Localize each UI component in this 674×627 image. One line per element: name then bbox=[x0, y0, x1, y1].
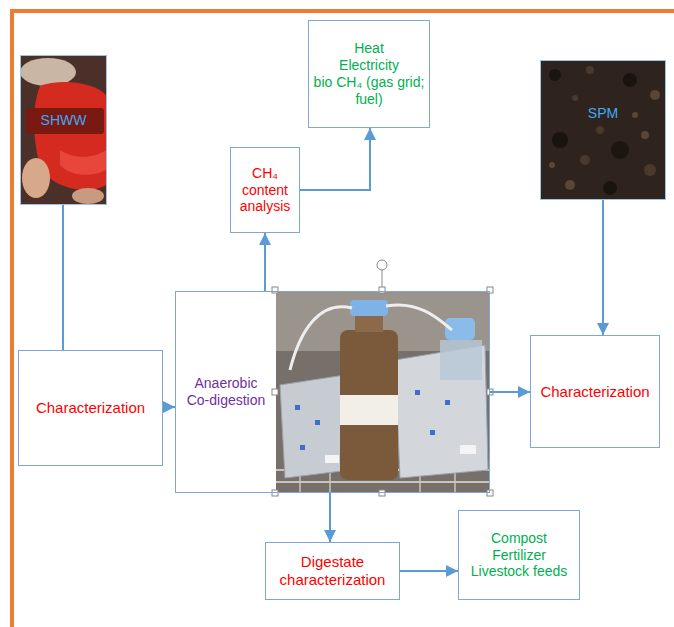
shww-photo bbox=[21, 56, 106, 204]
spm-photo bbox=[541, 61, 665, 199]
process-box: Digestate characterization bbox=[265, 542, 400, 600]
incubator-photo bbox=[325, 455, 339, 463]
selection-handles bbox=[379, 287, 385, 293]
spm-photo bbox=[644, 164, 656, 176]
incubator-photo bbox=[295, 405, 300, 410]
box-label: Digestate characterization bbox=[270, 553, 395, 589]
flow-arrow bbox=[329, 493, 331, 542]
process-box: CH₄ content analysis bbox=[230, 147, 300, 233]
shww-photo bbox=[72, 188, 104, 204]
spm-photo bbox=[549, 162, 555, 168]
incubator-photo bbox=[276, 291, 490, 493]
incubator-photo bbox=[276, 481, 490, 483]
spm-photo bbox=[580, 155, 590, 165]
box-label: Livestock feeds bbox=[471, 563, 568, 580]
spm-photo bbox=[611, 141, 629, 159]
incubator-photo bbox=[386, 305, 452, 330]
orange-frame bbox=[10, 9, 674, 13]
process-box: Anaerobic Co-digestion bbox=[175, 291, 490, 493]
selection-handles bbox=[272, 490, 278, 496]
selection-handles bbox=[377, 260, 387, 270]
flow-arrow bbox=[400, 570, 458, 572]
box-label: CH₄ content analysis bbox=[234, 165, 296, 215]
box-label: SPM bbox=[588, 105, 618, 122]
box-label: Heat bbox=[354, 40, 384, 57]
orange-frame bbox=[10, 9, 14, 627]
selection-handles bbox=[272, 260, 493, 496]
incubator-photo bbox=[460, 445, 476, 454]
box-label: SHWW bbox=[41, 112, 87, 129]
shww-photo bbox=[26, 108, 104, 134]
spm-photo bbox=[572, 95, 578, 101]
selection-handles bbox=[272, 389, 278, 395]
orange-frame bbox=[10, 9, 674, 627]
incubator-photo bbox=[340, 395, 398, 425]
shww-photo bbox=[60, 150, 106, 175]
box-label: Compost bbox=[491, 530, 547, 547]
box-label: Fertilizer bbox=[492, 547, 546, 564]
spm-photo bbox=[541, 61, 665, 199]
flow-arrow bbox=[62, 205, 64, 350]
incubator-photo bbox=[430, 430, 435, 435]
incubator-photo bbox=[276, 291, 490, 493]
incubator-photo bbox=[315, 420, 320, 425]
spm-photo bbox=[632, 112, 638, 118]
photo-box: SHWW bbox=[20, 55, 107, 205]
selection-handles bbox=[487, 287, 493, 293]
process-box: Characterization bbox=[530, 335, 660, 448]
box-label: Anaerobic Co-digestion bbox=[182, 375, 270, 409]
incubator-photo bbox=[300, 445, 305, 450]
spm-photo bbox=[552, 132, 568, 148]
output-box: HeatElectricitybio CH₄ (gas grid; fuel) bbox=[308, 20, 430, 128]
spm-photo bbox=[596, 126, 604, 134]
box-label: Characterization bbox=[540, 383, 649, 401]
shww-photo bbox=[20, 56, 106, 204]
photo-box: SPM bbox=[540, 60, 666, 200]
box-label: bio CH₄ (gas grid; fuel) bbox=[313, 74, 425, 108]
output-box: CompostFertilizerLivestock feeds bbox=[458, 510, 580, 600]
flow-arrow bbox=[602, 200, 604, 335]
incubator-photo bbox=[340, 330, 398, 480]
process-box: Characterization bbox=[18, 350, 163, 466]
incubator-photo bbox=[415, 390, 420, 395]
selection-handles bbox=[382, 270, 383, 288]
flow-arrow bbox=[163, 406, 175, 408]
selection-handles bbox=[379, 490, 385, 496]
spm-photo bbox=[623, 73, 637, 87]
incubator-photo bbox=[445, 400, 450, 405]
box-label: Electricity bbox=[339, 57, 399, 74]
selection-handles bbox=[272, 287, 278, 293]
spm-photo bbox=[565, 180, 575, 190]
incubator-photo bbox=[350, 300, 388, 316]
incubator-photo bbox=[440, 340, 482, 380]
incubator-photo bbox=[280, 375, 350, 478]
selection-handles bbox=[487, 490, 493, 496]
spm-photo bbox=[603, 181, 617, 195]
spm-photo bbox=[549, 69, 561, 81]
shww-photo bbox=[22, 158, 50, 198]
flow-arrow bbox=[300, 128, 370, 190]
spm-photo bbox=[650, 90, 660, 100]
flow-arrow bbox=[490, 391, 530, 393]
incubator-photo bbox=[290, 307, 352, 370]
shww-photo bbox=[20, 58, 76, 86]
box-label: Characterization bbox=[36, 399, 145, 417]
spm-photo bbox=[586, 66, 594, 74]
flow-arrow bbox=[264, 233, 266, 291]
spm-photo bbox=[641, 131, 649, 139]
